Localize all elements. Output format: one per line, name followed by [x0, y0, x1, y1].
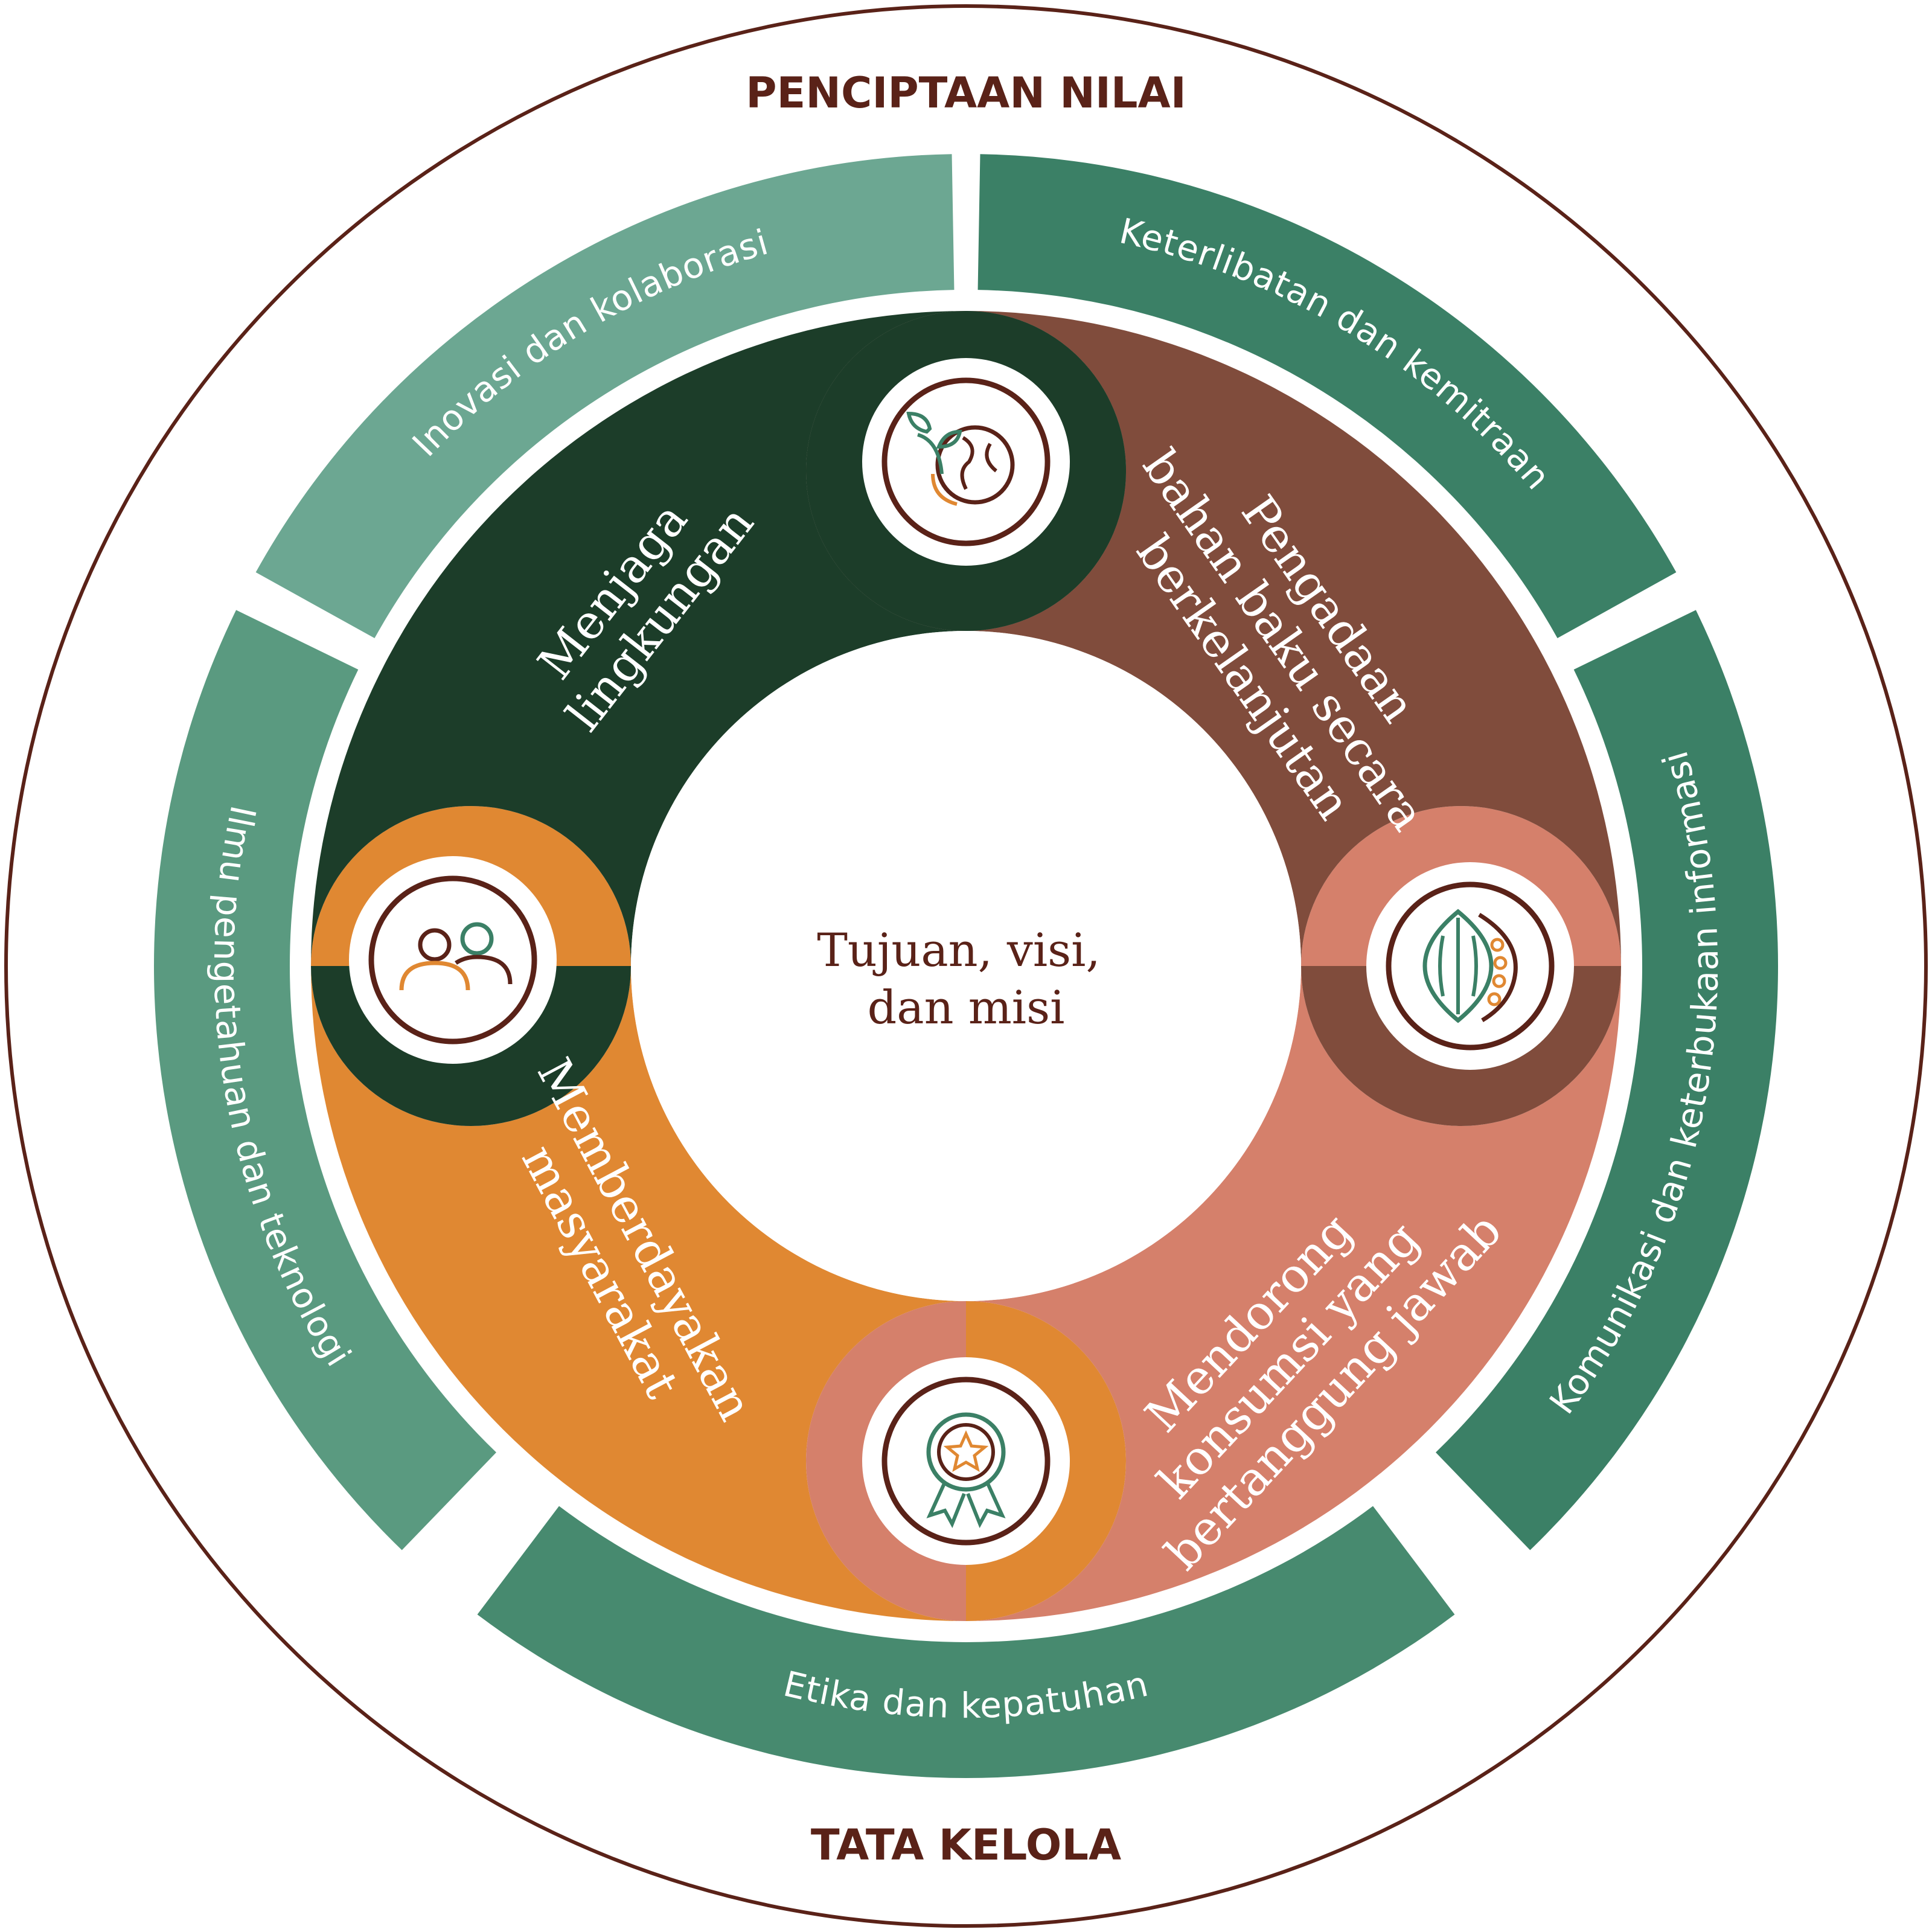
outer-top-label: PENCIPTAAN NILAI [746, 68, 1186, 118]
icon-badges [349, 358, 1574, 1565]
band-innovation [255, 154, 955, 639]
band-communication [1436, 610, 1778, 1550]
pillar-environment [311, 311, 1126, 1126]
outer-bottom-label: TATA KELOLA [811, 1820, 1121, 1870]
globe-sprout-icon [862, 358, 1070, 566]
people-icon [349, 856, 557, 1064]
band-ethics [477, 1506, 1455, 1778]
band-science [154, 610, 496, 1550]
center-label: Tujuan, visi, dan misi [817, 923, 1115, 1034]
pillar-community [311, 806, 1126, 1621]
band-engagement [977, 154, 1677, 639]
pillar-consumption [806, 806, 1621, 1621]
cocoa-pod-icon [1366, 862, 1574, 1070]
pillar-ring [311, 311, 1621, 1621]
pillar-sourcing [806, 311, 1621, 1126]
center-circle [631, 631, 1301, 1301]
award-badge-icon [862, 1357, 1070, 1565]
governance-bands [154, 154, 1778, 1778]
